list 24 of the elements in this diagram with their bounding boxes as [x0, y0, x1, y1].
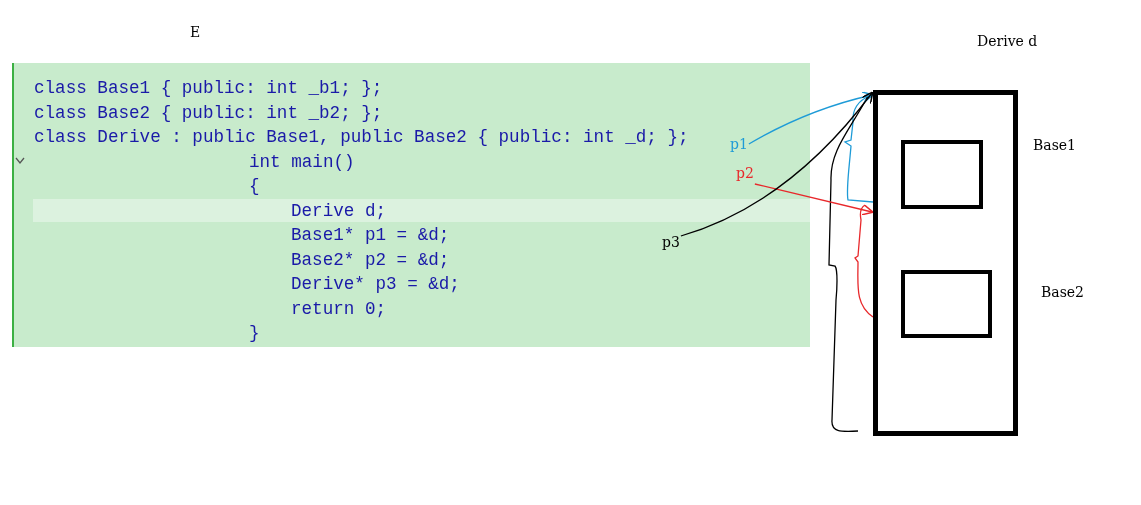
heading: E: [190, 24, 201, 40]
code-line: {: [249, 175, 260, 197]
code-line: return 0;: [291, 297, 387, 320]
arrow: [748, 91, 874, 145]
subobject-block: [901, 270, 992, 338]
code-line: Base1* p1 = &d;: [291, 224, 450, 246]
subobject-block: [901, 140, 983, 209]
code-line: int main(): [249, 150, 355, 173]
part-label: Base2: [1041, 284, 1084, 300]
code-line: }: [249, 322, 260, 344]
code-line: Derive* p3 = &d;: [291, 273, 460, 295]
arrow: [680, 91, 874, 237]
code-line: Derive d;: [291, 199, 387, 222]
arrow: [754, 183, 874, 216]
code-line: Base2* p2 = &d;: [291, 248, 450, 271]
heading: Derive d: [977, 33, 1038, 49]
code-line: class Derive : public Base1, public Base2 { public: int _d; };: [34, 126, 689, 148]
pointer-label: p2: [736, 165, 754, 181]
part-label: Base1: [1033, 137, 1076, 153]
code-line: class Base1 { public: int _b1; };: [34, 77, 383, 99]
pointer-label: p3: [662, 234, 680, 250]
code-line: class Base2 { public: int _b2; };: [34, 101, 383, 124]
memory-block: [873, 90, 1018, 436]
pointer-label: p1: [730, 136, 748, 152]
